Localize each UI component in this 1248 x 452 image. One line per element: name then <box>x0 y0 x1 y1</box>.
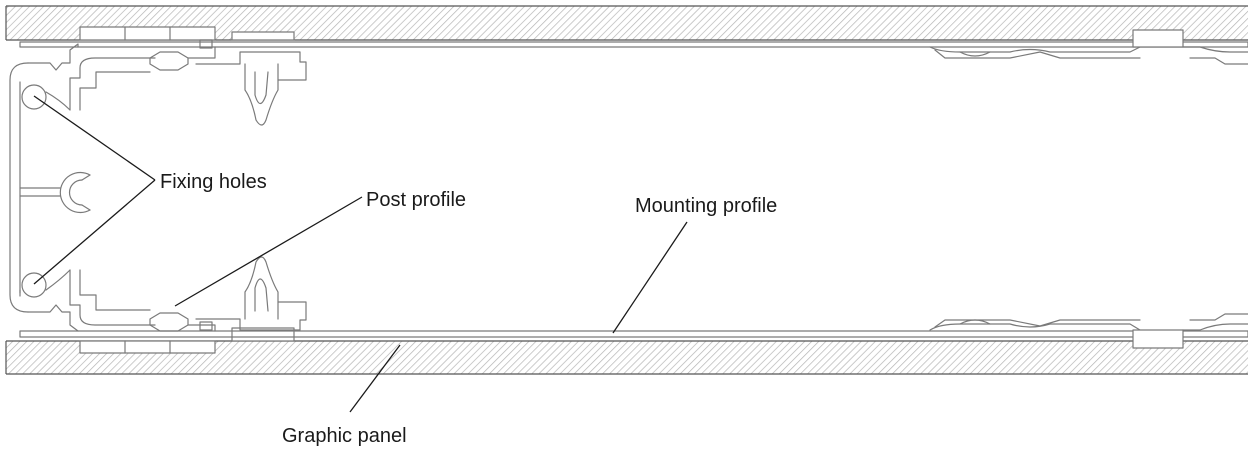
leader-post-profile <box>174 196 363 307</box>
fastening-pads-top <box>79 26 295 41</box>
right-clip-top <box>929 29 1248 65</box>
leader-fixing-holes-bottom <box>33 179 156 285</box>
fixing-hole-bottom <box>21 272 47 298</box>
mounting-profile-plates <box>19 41 1248 338</box>
label-mounting-profile: Mounting profile <box>635 195 777 217</box>
right-clip-bottom <box>929 313 1248 349</box>
post-profile <box>9 39 307 332</box>
leader-graphic-panel <box>349 344 401 413</box>
leader-lines <box>33 95 688 413</box>
leader-mounting-profile <box>612 221 688 334</box>
label-graphic-panel: Graphic panel <box>282 425 407 447</box>
leader-fixing-holes-top <box>33 95 156 181</box>
label-post-profile: Post profile <box>366 189 466 211</box>
label-fixing-holes: Fixing holes <box>160 171 267 193</box>
fixing-hole-top <box>21 84 47 110</box>
